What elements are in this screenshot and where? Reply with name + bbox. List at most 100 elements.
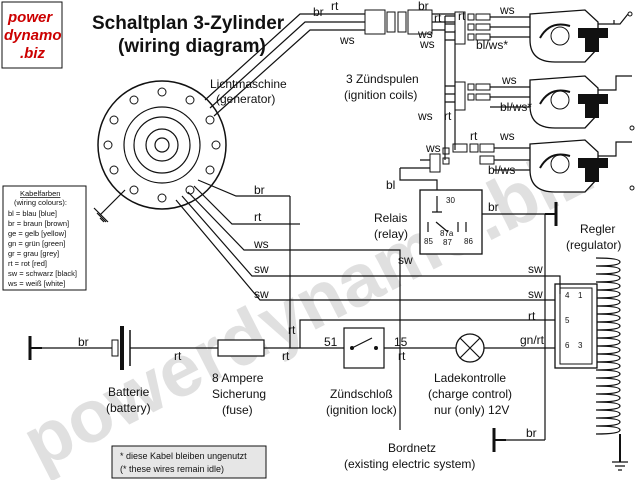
wire-label: sw [254,287,269,301]
lamp-sub2: nur (only) 12V [434,403,509,417]
wire-label: rt [282,349,290,363]
fuse-sub: (fuse) [222,403,253,417]
legend-row: br = braun [brown] [8,219,69,228]
wire-label: rt [398,349,406,363]
wire-label: sw [254,262,269,276]
wire-label: gn/rt [520,333,545,347]
ignition-coil-2 [445,75,635,131]
wire-label: sw [398,253,413,267]
wire-label: sw [528,262,543,276]
fuse-label: 8 Ampere [212,371,264,385]
relay-terminal: 87 [443,238,452,247]
relay-terminal: 30 [446,196,455,205]
logo-line2: dynamo [4,27,62,44]
title-line1: Schaltplan 3-Zylinder [92,13,285,34]
wire-label: ws [417,27,433,41]
wire-label: br [488,200,499,214]
legend-subtitle: (wiring colours): [14,198,67,207]
wire-label: br [418,0,429,13]
regulator: 4 1 5 6 3 [544,214,621,440]
legend-row: ws = weiß [white] [7,279,65,288]
relay-label: Relais [374,211,407,225]
wire-label: ws [339,33,355,47]
wire-label: ws [499,3,515,17]
lock-label: Zündschloß [330,387,393,401]
wire-label: rt [458,9,466,23]
wire-label: ws [501,73,517,87]
note-line2: (* these wires remain idle) [120,464,224,474]
wire-label: bl/ws [488,163,515,177]
wire-label: ws [253,237,269,251]
legend-row: ge = gelb [yellow] [8,229,66,238]
legend-row: sw = schwarz [black] [8,269,77,278]
wire-label: br [254,183,265,197]
coils-sub: (ignition coils) [344,88,417,102]
lock-terminal-out: 15 [394,335,408,349]
wire-label: bl [386,178,395,192]
wire-label: rt [331,0,339,13]
regulator-terminal: 3 [578,341,583,350]
bordnetz-label: Bordnetz [388,441,436,455]
top-connector [330,9,455,35]
wire-label: bl/ws* [500,100,532,114]
wire-label: br [526,426,537,440]
bordnetz-sub: (existing electric system) [344,457,475,471]
legend-row: gr = grau [grey] [8,249,59,258]
wire-label: rt [434,11,442,25]
regulator-terminal: 5 [565,316,570,325]
legend-title: Kabelfarben [20,189,60,198]
lock-sub: (ignition lock) [326,403,397,417]
watermark: powerdynamo.biz [10,127,605,480]
color-legend: Kabelfarben (wiring colours): bl = blau … [2,185,87,291]
logo: power dynamo .biz [1,1,63,69]
wire-label: rt [174,349,182,363]
wire-label: rt [470,129,478,143]
coils-label: 3 Zündspulen [346,72,419,86]
legend-row: bl = blau [blue] [8,209,57,218]
title-line2: (wiring diagram) [118,36,266,57]
fuse-label2: Sicherung [212,387,266,401]
wire-label: rt [254,210,262,224]
relay-terminal: 85 [424,237,433,246]
charge-lamp [455,333,485,363]
regulator-terminal: 4 [565,291,570,300]
battery-sub: (battery) [106,401,151,415]
wire-label: ws [499,129,515,143]
wire-label: ws [417,109,433,123]
lamp-sub: (charge control) [428,387,512,401]
generator-label: Lichtmaschine [210,77,287,91]
wire-label: bl/ws* [476,38,508,52]
regulator-label: Regler [580,222,615,236]
regulator-terminal: 6 [565,341,570,350]
wire-label: br [78,335,89,349]
lock-terminal-in: 51 [324,335,338,349]
relay-terminal: 87a [440,229,454,238]
wire-label: rt [288,323,296,337]
note-line1: * diese Kabel bleiben ungenutzt [120,451,247,461]
wire-label: ws [425,141,441,155]
ignition-lock [343,327,385,369]
relay-terminal: 86 [464,237,473,246]
wire-label: rt [444,109,452,123]
legend-row: gn = grün [green] [8,239,65,248]
ignition-coil-1 [445,9,633,63]
wire-label: rt [528,309,536,323]
relay: 30 85 87a 87 86 [419,189,483,255]
logo-line1: power [7,9,53,26]
note-box: * diese Kabel bleiben ungenutzt (* these… [111,445,267,479]
lamp-label: Ladekontrolle [434,371,506,385]
battery-label: Batterie [108,385,150,399]
regulator-terminal: 1 [578,291,583,300]
legend-row: rt = rot [red] [8,259,47,268]
regulator-sub: (regulator) [566,238,621,252]
wire-label: sw [528,287,543,301]
fuse [217,339,265,357]
relay-sub: (relay) [374,227,408,241]
logo-line3: .biz [20,45,45,62]
wire-label: ws [419,37,435,51]
wire-label: br [313,5,324,19]
ignition-coil-3 [420,139,635,193]
generator-sub: (generator) [216,92,275,106]
